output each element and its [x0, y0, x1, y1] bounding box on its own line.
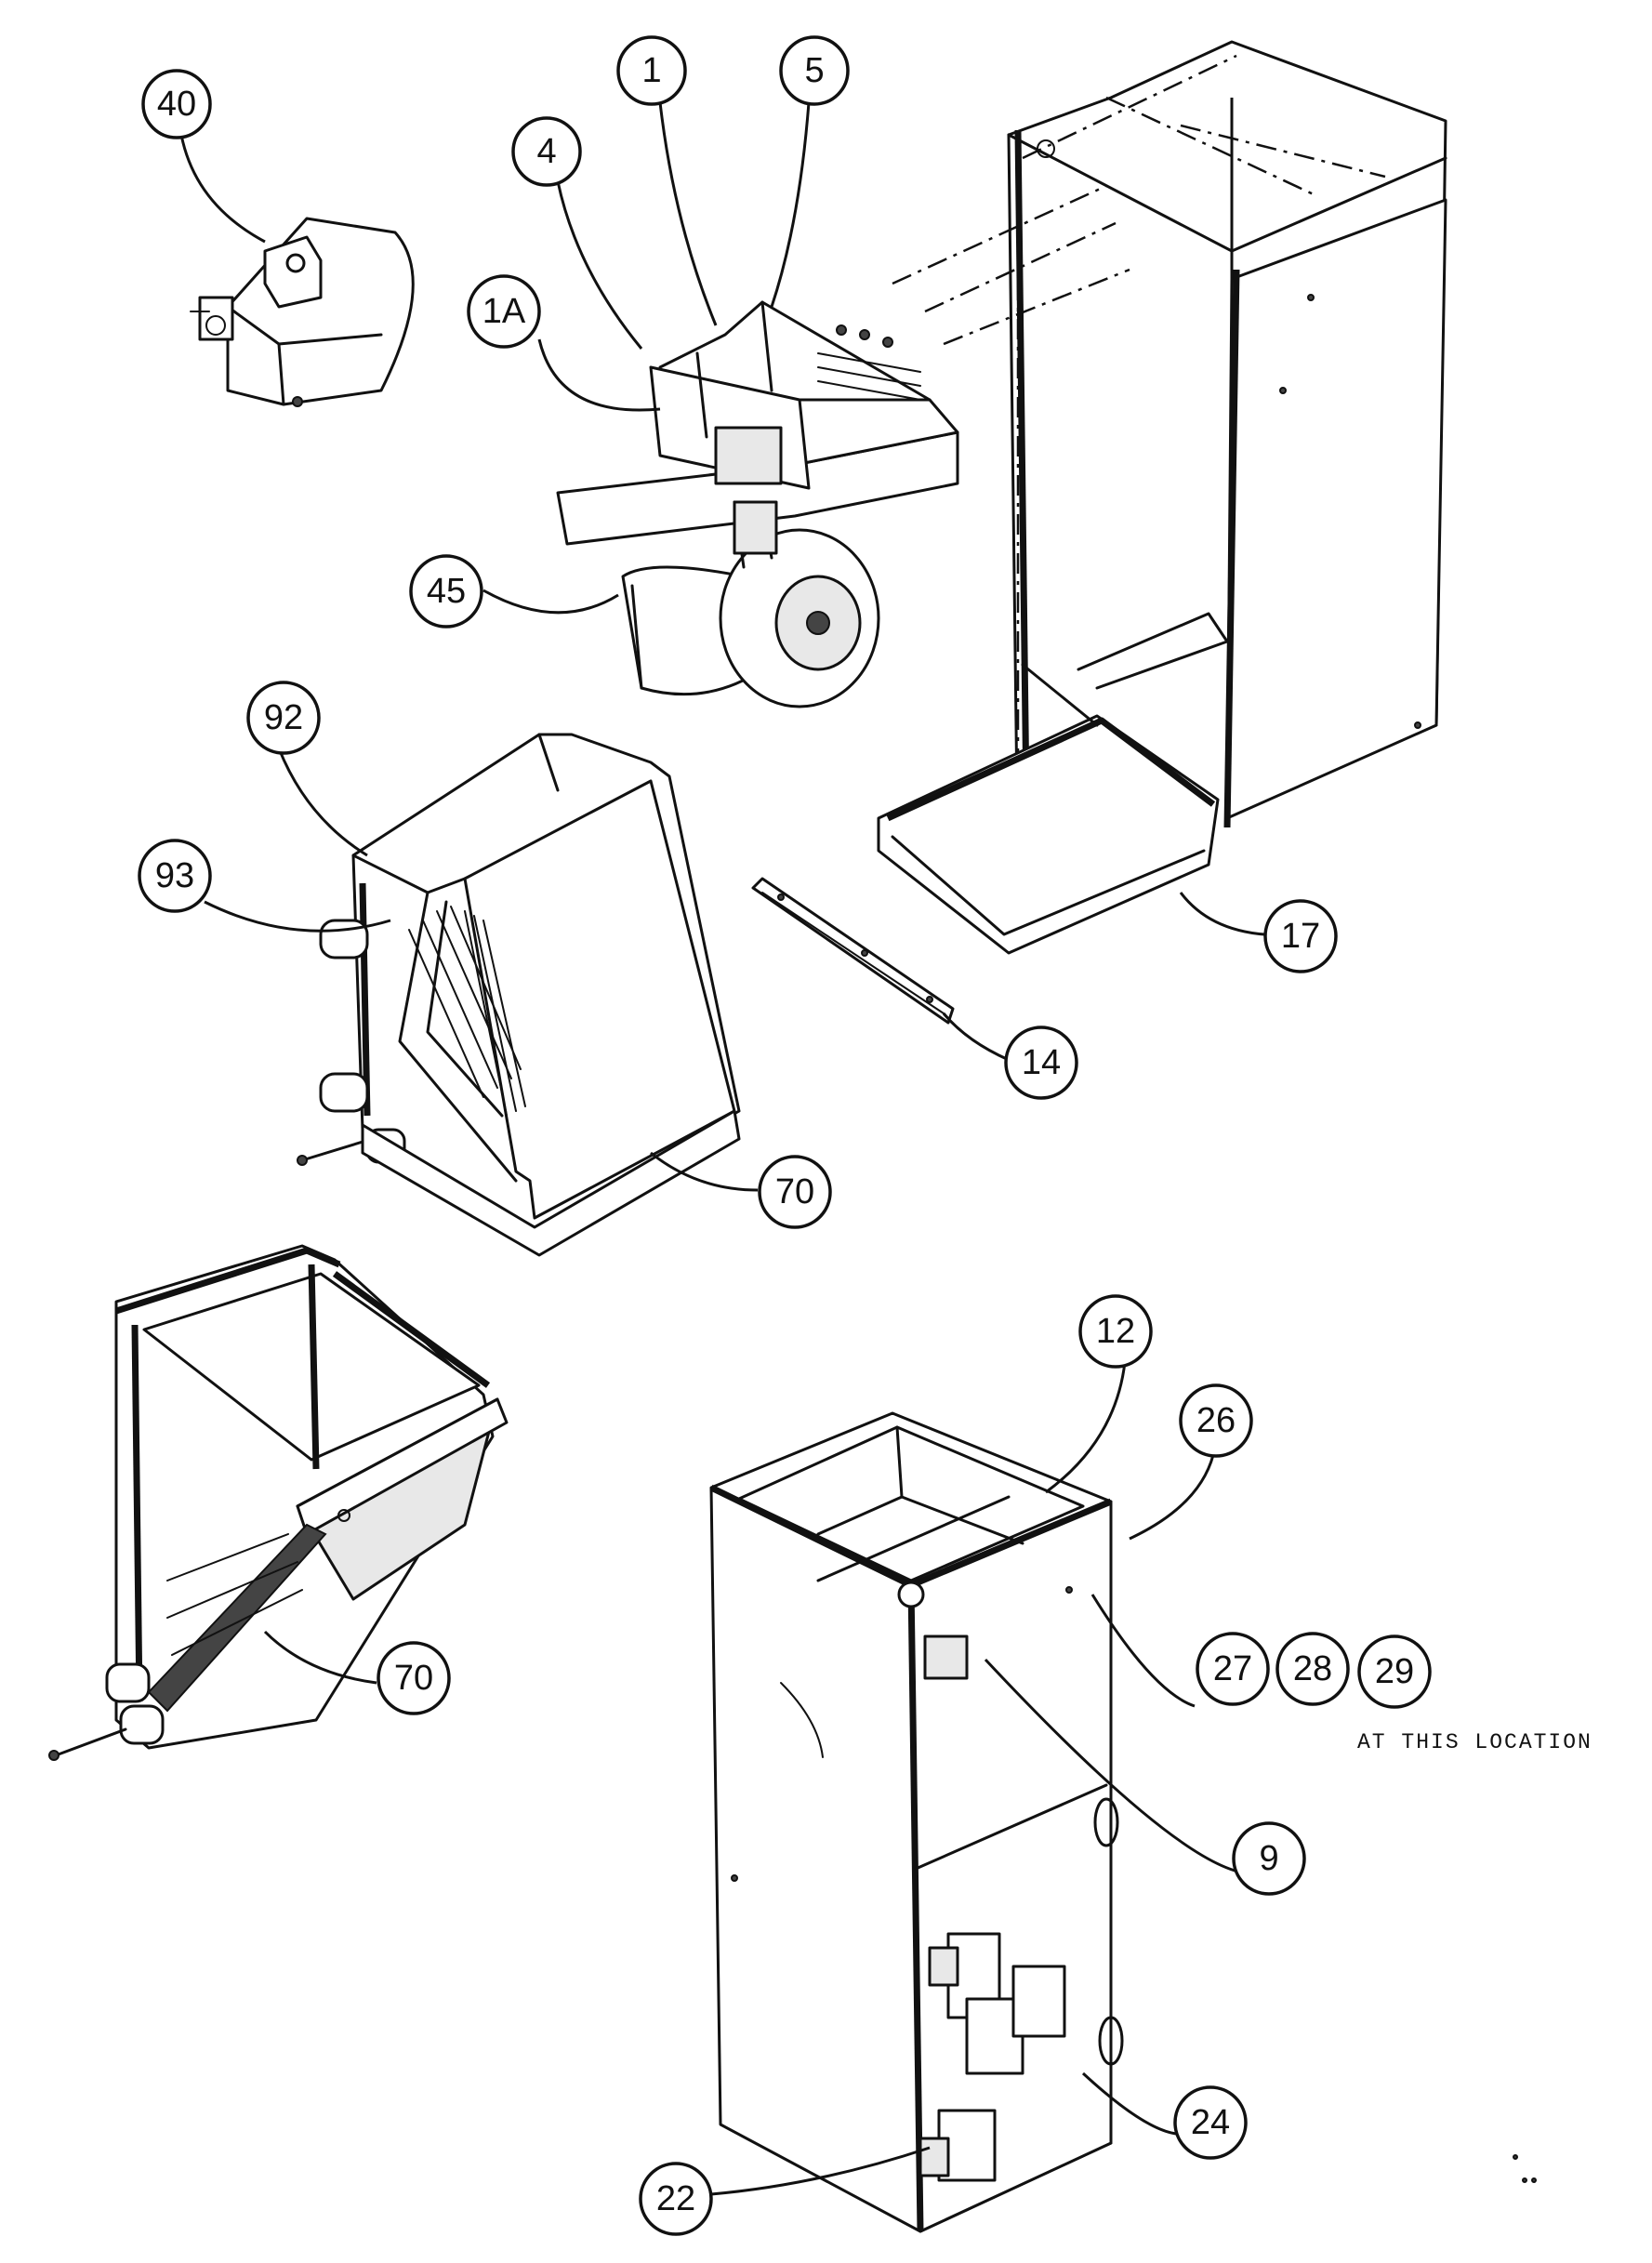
callout-label: 70 — [775, 1172, 814, 1211]
callout-label: 24 — [1191, 2103, 1230, 2142]
callout-label: 27 — [1213, 1649, 1252, 1688]
callout-label: 5 — [804, 51, 824, 90]
location-note: AT THIS LOCATION — [1357, 1730, 1593, 1754]
callout-17: 17 — [1263, 899, 1338, 973]
callout-label: 26 — [1196, 1401, 1236, 1440]
callout-label: 40 — [157, 85, 196, 124]
callout-label: 29 — [1375, 1652, 1414, 1691]
callout-label: 22 — [656, 2179, 695, 2218]
rail-14 — [751, 877, 955, 1025]
callout-label: 28 — [1293, 1649, 1332, 1688]
callout-label: 70 — [394, 1659, 433, 1698]
callout-label: 45 — [427, 572, 466, 611]
callout-label: 14 — [1022, 1043, 1061, 1082]
callout-label: 1 — [641, 51, 661, 90]
callout-12: 12 — [1078, 1294, 1153, 1369]
callout-label: 1A — [482, 292, 526, 331]
callout-1: 1 — [616, 35, 687, 106]
blower-assembly — [556, 300, 959, 708]
callout-1a: 1A — [467, 274, 541, 349]
callout-14: 14 — [1004, 1026, 1078, 1100]
callout-9: 9 — [1232, 1821, 1306, 1896]
callout-label: 9 — [1259, 1839, 1278, 1878]
callout-label: 12 — [1096, 1312, 1135, 1351]
callout-5: 5 — [779, 35, 850, 106]
callout-4: 4 — [511, 116, 582, 187]
leader-lines — [179, 101, 1265, 2196]
callout-22: 22 — [639, 2162, 713, 2236]
slab-coil-70-lower — [48, 1244, 509, 1761]
callout-92: 92 — [246, 681, 321, 755]
callout-29: 29 — [1357, 1634, 1432, 1709]
callout-label: 17 — [1281, 917, 1320, 956]
bracket-terminal-40 — [190, 217, 415, 407]
a-coil-70-upper — [297, 733, 741, 1257]
callout-93: 93 — [138, 839, 212, 913]
callout-70-lower: 70 — [377, 1641, 451, 1715]
callout-label: 93 — [155, 856, 194, 895]
callout-28: 28 — [1275, 1632, 1350, 1706]
callout-70-upper: 70 — [758, 1155, 832, 1229]
callout-45: 45 — [409, 554, 483, 629]
callout-40: 40 — [141, 69, 212, 139]
assembled-air-handler — [709, 1411, 1124, 2233]
callout-label: 4 — [536, 132, 556, 171]
callout-26: 26 — [1179, 1383, 1253, 1458]
callout-24: 24 — [1173, 2085, 1248, 2160]
callout-27: 27 — [1196, 1632, 1270, 1706]
callout-label: 92 — [264, 698, 303, 737]
cabinet-upper-17 — [877, 40, 1447, 955]
